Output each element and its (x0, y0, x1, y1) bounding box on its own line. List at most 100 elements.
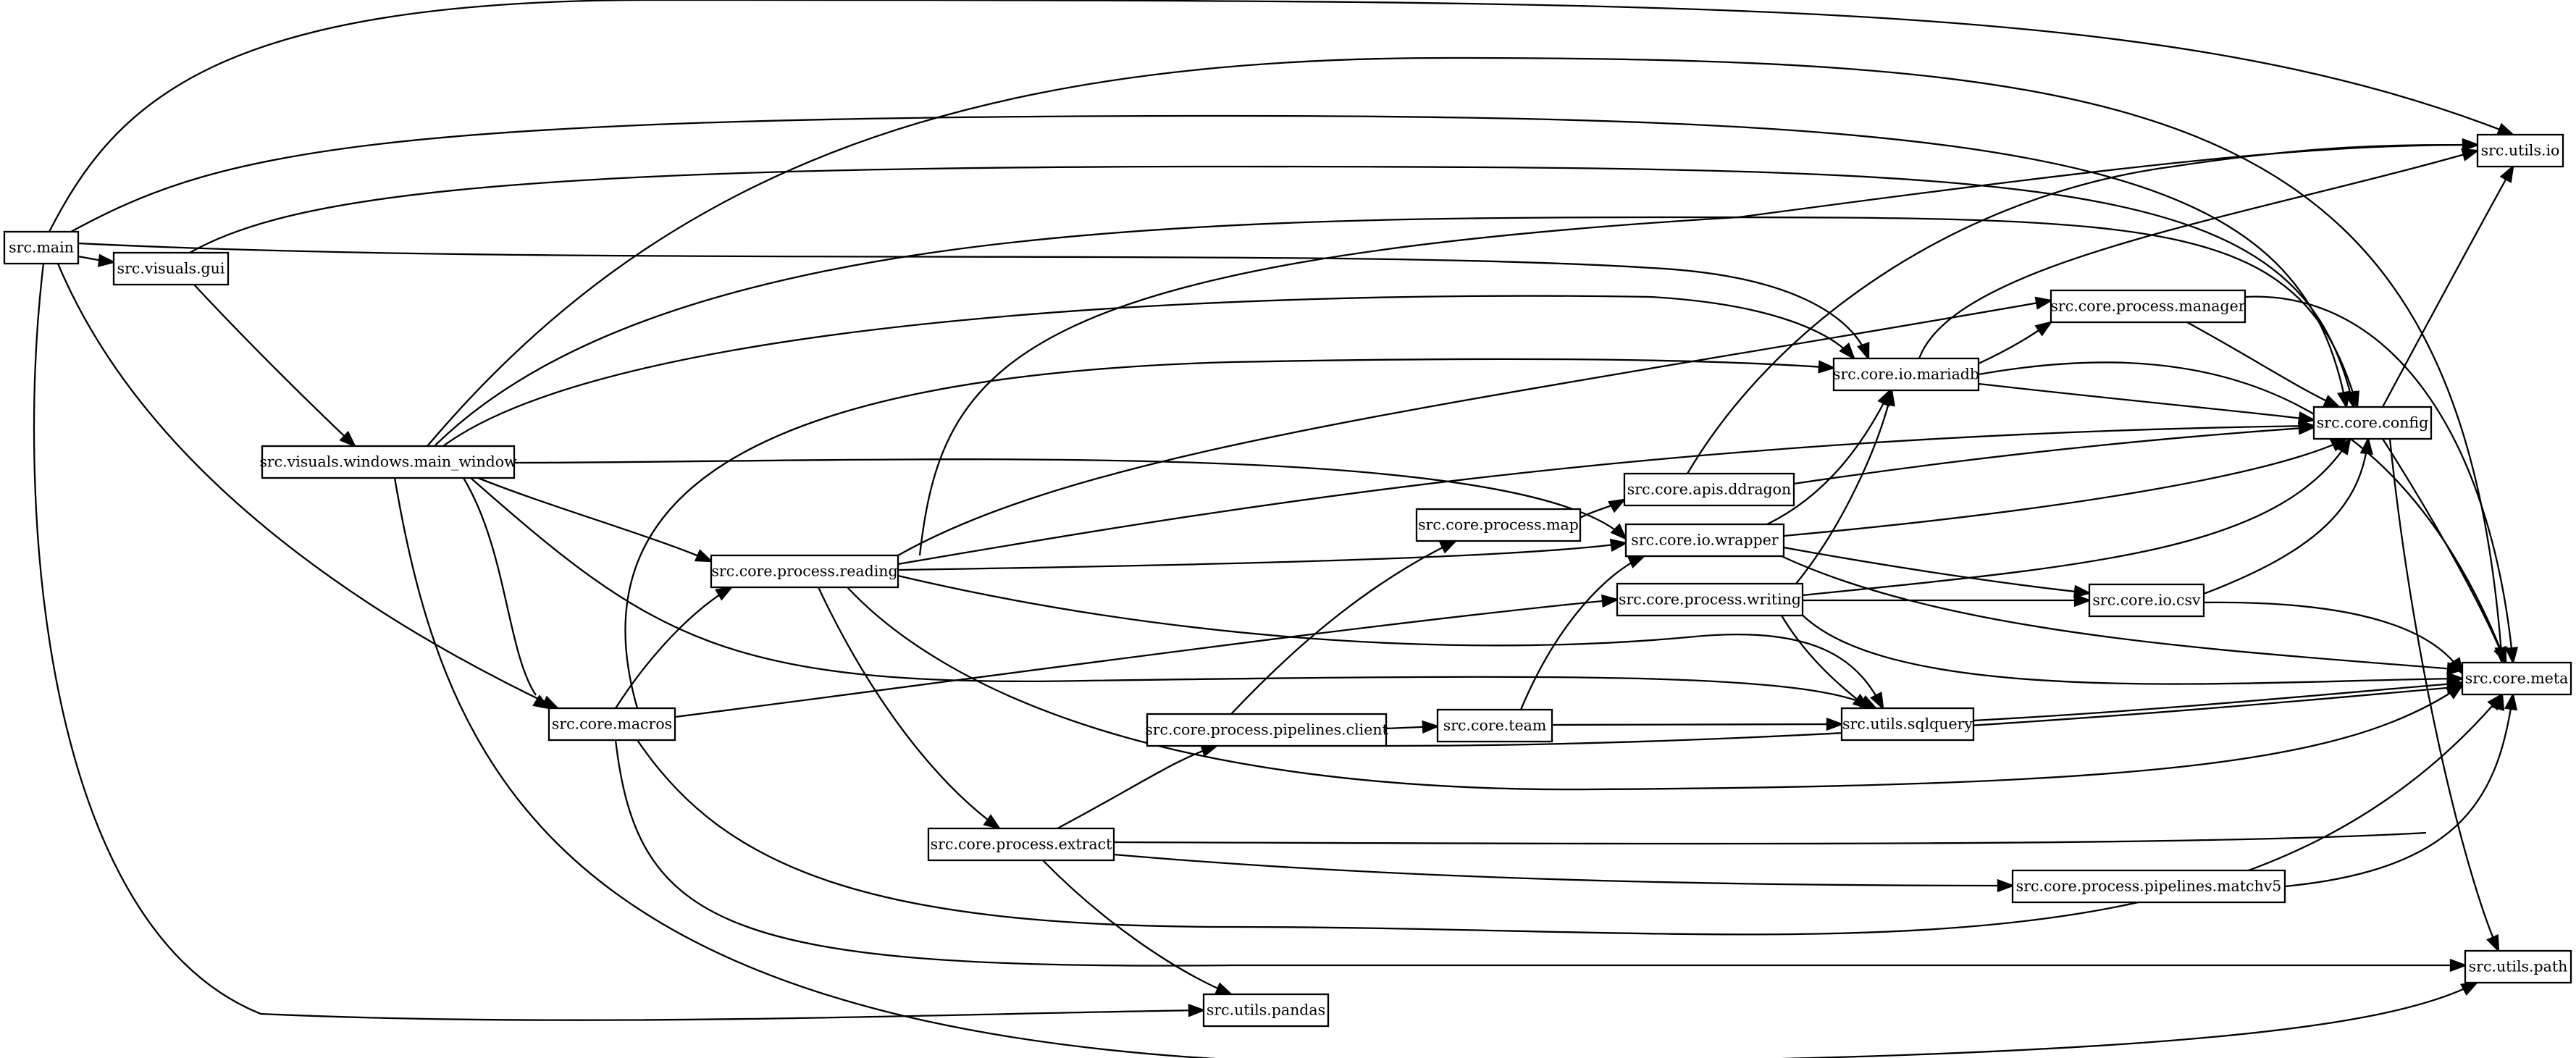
edge-arrowhead (2034, 296, 2054, 310)
node-label: src.core.apis.ddragon (1627, 481, 1791, 498)
edge-arrowhead (2034, 321, 2053, 337)
node-src_core_io_wrapper[interactable]: src.core.io.wrapper (1624, 523, 1785, 558)
node-label: src.core.io.csv (2092, 592, 2201, 609)
edge-arrowhead (2346, 390, 2359, 410)
node-box[interactable] (2476, 133, 2564, 168)
edge-arrowhead (2449, 958, 2468, 973)
node-box[interactable] (1832, 357, 1980, 392)
node-src_core_process_extract[interactable]: src.core.process.extract (927, 827, 1115, 862)
node-box[interactable] (2011, 869, 2286, 904)
edge-arrowhead (2460, 981, 2479, 996)
node-src_utils_sqlquery[interactable]: src.utils.sqlquery (1840, 707, 1975, 742)
edge-line (1795, 608, 2463, 685)
node-src_core_config[interactable]: src.core.config (2312, 406, 2433, 440)
node-src_core_macros[interactable]: src.core.macros (547, 707, 676, 742)
node-box[interactable] (1436, 708, 1553, 743)
edge-line (897, 574, 1884, 709)
edge-src_visuals_windows_main_window-to-src_core_process_reading (477, 476, 714, 563)
node-src_core_team[interactable]: src.core.team (1436, 708, 1553, 743)
node-box[interactable] (1202, 993, 1330, 1028)
node-src_core_meta[interactable]: src.core.meta (2461, 661, 2572, 696)
edge-line (1230, 540, 1456, 715)
edge-arrowhead (1857, 341, 1870, 361)
edge-src_main-to-src_visuals_gui (77, 253, 117, 267)
node-label: src.utils.sqlquery (1842, 715, 1973, 733)
node-src_core_process_pipelines_matchv5[interactable]: src.core.process.pipelines.matchv5 (2011, 869, 2286, 904)
edge-src_core_io_mariadb-to-src_core_config (1978, 382, 2317, 425)
edge-arrowhead (694, 549, 714, 563)
node-box[interactable] (2088, 583, 2205, 618)
node-src_core_process_writing[interactable]: src.core.process.writing (1616, 582, 1804, 617)
node-src_main[interactable]: src.main (3, 230, 80, 265)
edge-src_core_process_writing-to-src_core_io_mariadb (1795, 387, 1895, 584)
edge-arrowhead (2073, 593, 2092, 608)
node-box[interactable] (1616, 582, 1804, 617)
edge-line (463, 477, 537, 696)
node-box[interactable] (1840, 707, 1975, 742)
edge-line (1057, 744, 1217, 830)
edge-src_visuals_windows_main_window-to-src_core_io_mariadb (442, 295, 1856, 447)
edge-src_core_process_extract-to-src_core_process_pipelines_client (1057, 744, 1220, 830)
edge-line (56, 263, 558, 710)
edge-line (897, 542, 1627, 571)
edge-arrowhead (2504, 647, 2519, 666)
node-src_core_io_csv[interactable]: src.core.io.csv (2088, 583, 2205, 618)
node-box[interactable] (2050, 289, 2246, 324)
node-box[interactable] (1623, 472, 1795, 507)
edge-arrowhead (1200, 744, 1220, 757)
node-src_core_process_map[interactable]: src.core.process.map (1415, 508, 1582, 542)
edge-line (1793, 426, 2315, 485)
edge-line (1781, 615, 1869, 709)
node-label: src.utils.path (2469, 958, 2568, 975)
nodes-layer: src.main src.visuals.gui src.visuals.windo… (3, 133, 2572, 1028)
edge-line (193, 284, 356, 447)
node-box[interactable] (1624, 523, 1785, 558)
node-box[interactable] (1415, 508, 1582, 542)
edge-line (1795, 390, 1893, 584)
node-src_visuals_windows_main_window[interactable]: src.visuals.windows.main_window (259, 445, 517, 479)
node-box[interactable] (927, 827, 1115, 862)
edge-src_main-to-src_core_macros (56, 263, 560, 710)
node-box[interactable] (112, 251, 230, 286)
node-box[interactable] (261, 445, 516, 479)
edge-line (393, 477, 2478, 1058)
edge-src_visuals_gui-to-src_visuals_windows_main_window (193, 284, 357, 448)
node-box[interactable] (1146, 713, 1388, 747)
node-box[interactable] (3, 230, 80, 265)
edge-arrowhead (2446, 677, 2465, 691)
node-src_utils_path[interactable]: src.utils.path (2464, 949, 2572, 984)
node-box[interactable] (2461, 661, 2572, 696)
edge-line (615, 587, 732, 709)
edge-src_core_process_extract-to-src_core_process_pipelines_matchv5 (1113, 853, 2015, 893)
node-src_core_process_manager[interactable]: src.core.process.manager (2050, 289, 2246, 324)
node-src_core_process_pipelines_client[interactable]: src.core.process.pipelines.client (1145, 713, 1389, 747)
node-label: src.main (9, 239, 74, 256)
edge-arrowhead (2359, 436, 2373, 455)
node-src_utils_pandas[interactable]: src.utils.pandas (1202, 993, 1330, 1028)
edge-line (847, 587, 2463, 791)
edge-src_core_process_pipelines_client-to-src_core_team (1385, 720, 1440, 734)
edge-arrowhead (2496, 122, 2516, 136)
edge-arrowhead (2504, 692, 2518, 711)
node-src_utils_io[interactable]: src.utils.io (2476, 133, 2564, 168)
edge-arrowhead (715, 586, 734, 601)
node-src_core_io_mariadb[interactable]: src.core.io.mariadb (1832, 357, 1980, 392)
node-box[interactable] (2312, 406, 2433, 440)
edge-line (1042, 860, 1232, 996)
edge-arrowhead (1852, 693, 1871, 710)
node-box[interactable] (2464, 949, 2572, 984)
node-src_core_process_reading[interactable]: src.core.process.reading (710, 554, 899, 589)
node-src_visuals_gui[interactable]: src.visuals.gui (112, 251, 230, 286)
edge-line (1783, 546, 2090, 595)
edge-line (434, 216, 2359, 447)
edge-arrowhead (2298, 421, 2317, 435)
edge-line (77, 242, 1870, 359)
edge-src_core_macros-to-src_core_process_reading (615, 586, 734, 709)
node-src_core_apis_ddragon[interactable]: src.core.apis.ddragon (1623, 472, 1795, 507)
edge-src_core_apis_ddragon-to-src_utils_io (1687, 138, 2480, 474)
node-box[interactable] (547, 707, 676, 742)
edge-src_core_process_reading-to-src_core_config (897, 419, 2317, 566)
node-box[interactable] (710, 554, 899, 589)
edge-line (477, 476, 712, 563)
edge-src_main-to-src_utils_pandas (33, 263, 1207, 1021)
